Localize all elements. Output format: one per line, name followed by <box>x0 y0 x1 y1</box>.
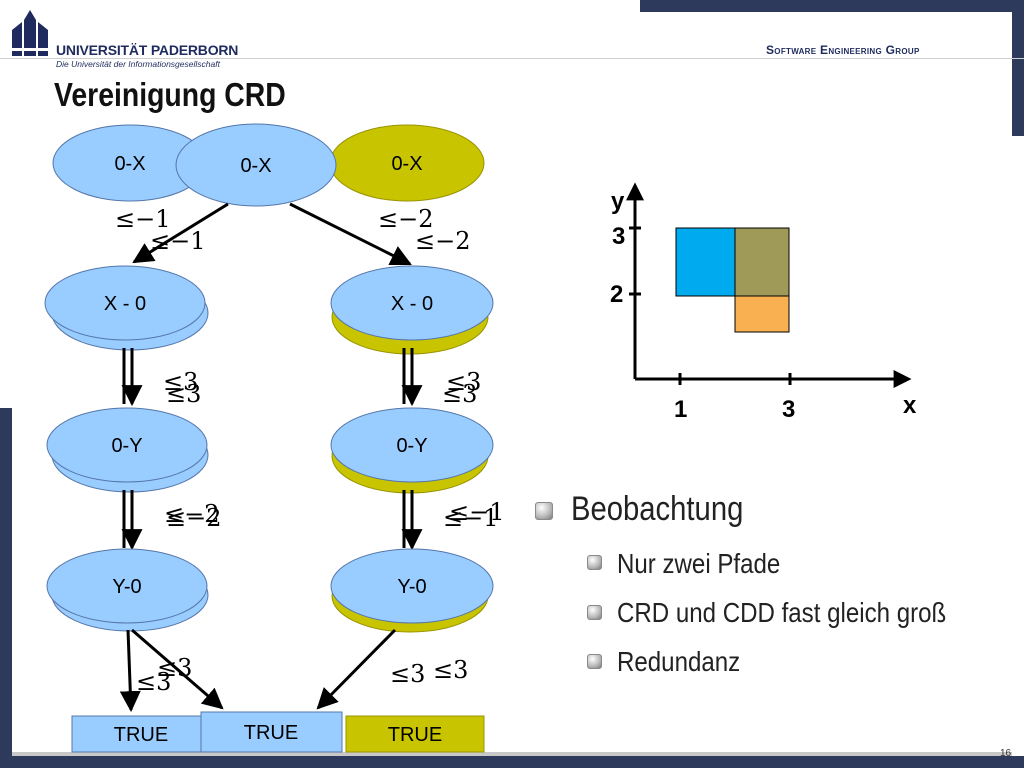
edge-label-3: ≤−2 <box>378 205 434 233</box>
edge-label-12: ≤−1 <box>443 504 499 532</box>
frame-left-bar <box>0 408 12 768</box>
region-orange <box>734 295 790 333</box>
edge-label-15: ≤3 <box>390 660 425 688</box>
university-tagline: Die Universität der Informationsgesellsc… <box>56 59 220 69</box>
top-node-center: 0-X <box>175 123 337 207</box>
right-node-1: X - 0 <box>330 265 494 355</box>
edge-label-8: ≤3 <box>442 380 477 408</box>
bullet-cube-icon <box>587 555 602 570</box>
y-tick-label-3: 3 <box>612 223 625 250</box>
edge-label-13: ≤3 <box>136 668 171 696</box>
bullet-cube-icon <box>535 502 553 520</box>
top-node-center-label: 0-X <box>240 155 271 177</box>
edge-left-leaf <box>119 629 141 713</box>
edge-label-9: ≤−2 <box>164 500 220 528</box>
bullet-sub-2: CRD und CDD fast gleich groß <box>617 597 947 628</box>
bullet-main: Beobachtung <box>571 490 744 528</box>
region-olive <box>734 227 790 297</box>
edge-label-10: ≤−2 <box>166 504 222 532</box>
frame-top-bar <box>640 0 1024 12</box>
left-node-3: Y-0 <box>46 548 209 632</box>
top-node-left-label: 0-X <box>114 153 145 175</box>
leaf-left: TRUE <box>71 715 211 753</box>
edge-label-14: ≤3 <box>157 654 192 682</box>
bullet-cube-icon <box>587 605 602 620</box>
right-node-2-label: 0-Y <box>396 435 427 457</box>
left-node-3-label: Y-0 <box>112 576 141 598</box>
edge-top-right <box>289 202 412 266</box>
edge-label-1: ≤−1 <box>115 205 171 233</box>
y-axis-label: y <box>611 188 625 215</box>
edge-label-2: ≤−1 <box>150 227 206 255</box>
right-node-3: Y-0 <box>330 548 494 633</box>
header-divider <box>0 58 1024 59</box>
frame-bottom-bar <box>0 756 1024 768</box>
region-blue <box>675 227 737 297</box>
edge-left-center-leaf <box>131 628 224 710</box>
leaf-left-label: TRUE <box>114 724 168 746</box>
left-node-1-label: X - 0 <box>104 293 146 315</box>
university-name: UNIVERSITÄT PADERBORN <box>56 42 239 58</box>
slide-title: Vereinigung CRD <box>54 76 286 113</box>
bullet-sub-1: Nur zwei Pfade <box>617 548 781 579</box>
leaf-right: TRUE <box>345 715 485 753</box>
y-tick-label-2: 2 <box>610 281 623 308</box>
edge-right-center-leaf <box>316 628 397 710</box>
left-node-1: X - 0 <box>44 265 209 351</box>
edge-top-left <box>132 202 229 264</box>
edge-label-6: ≤3 <box>166 380 201 408</box>
bullet-cube-icon <box>587 654 602 669</box>
page-number: 16 <box>1000 748 1012 759</box>
bullet-sub-3: Redundanz <box>617 646 741 677</box>
edge-label-7: ≤3 <box>446 368 481 396</box>
frame-bottom-shadow <box>12 752 1012 756</box>
right-node-3-label: Y-0 <box>397 576 426 598</box>
x-axis-label: x <box>903 392 917 419</box>
leaf-center-label: TRUE <box>244 722 298 744</box>
group-name: Software Engineering Group <box>766 43 920 57</box>
left-node-2: 0-Y <box>46 407 209 493</box>
edge-label-4: ≤−2 <box>415 227 471 255</box>
edge-label-16: ≤3 <box>433 656 468 684</box>
edge-label-11: ≤−1 <box>449 498 505 526</box>
region-chart: y 3 2 1 3 x <box>610 182 917 423</box>
right-node-1-label: X - 0 <box>391 293 433 315</box>
top-node-right: 0-X <box>329 124 485 202</box>
frame-right-bar <box>1012 0 1024 136</box>
edge-label-5: ≤3 <box>163 368 198 396</box>
university-logo-icon <box>12 10 48 56</box>
x-tick-label-1: 1 <box>674 396 687 423</box>
leaf-right-label: TRUE <box>388 724 442 746</box>
x-tick-label-3: 3 <box>782 396 795 423</box>
right-node-2: 0-Y <box>330 407 494 494</box>
left-node-2-label: 0-Y <box>111 435 142 457</box>
leaf-center: TRUE <box>200 711 343 753</box>
top-node-right-label: 0-X <box>391 153 422 175</box>
